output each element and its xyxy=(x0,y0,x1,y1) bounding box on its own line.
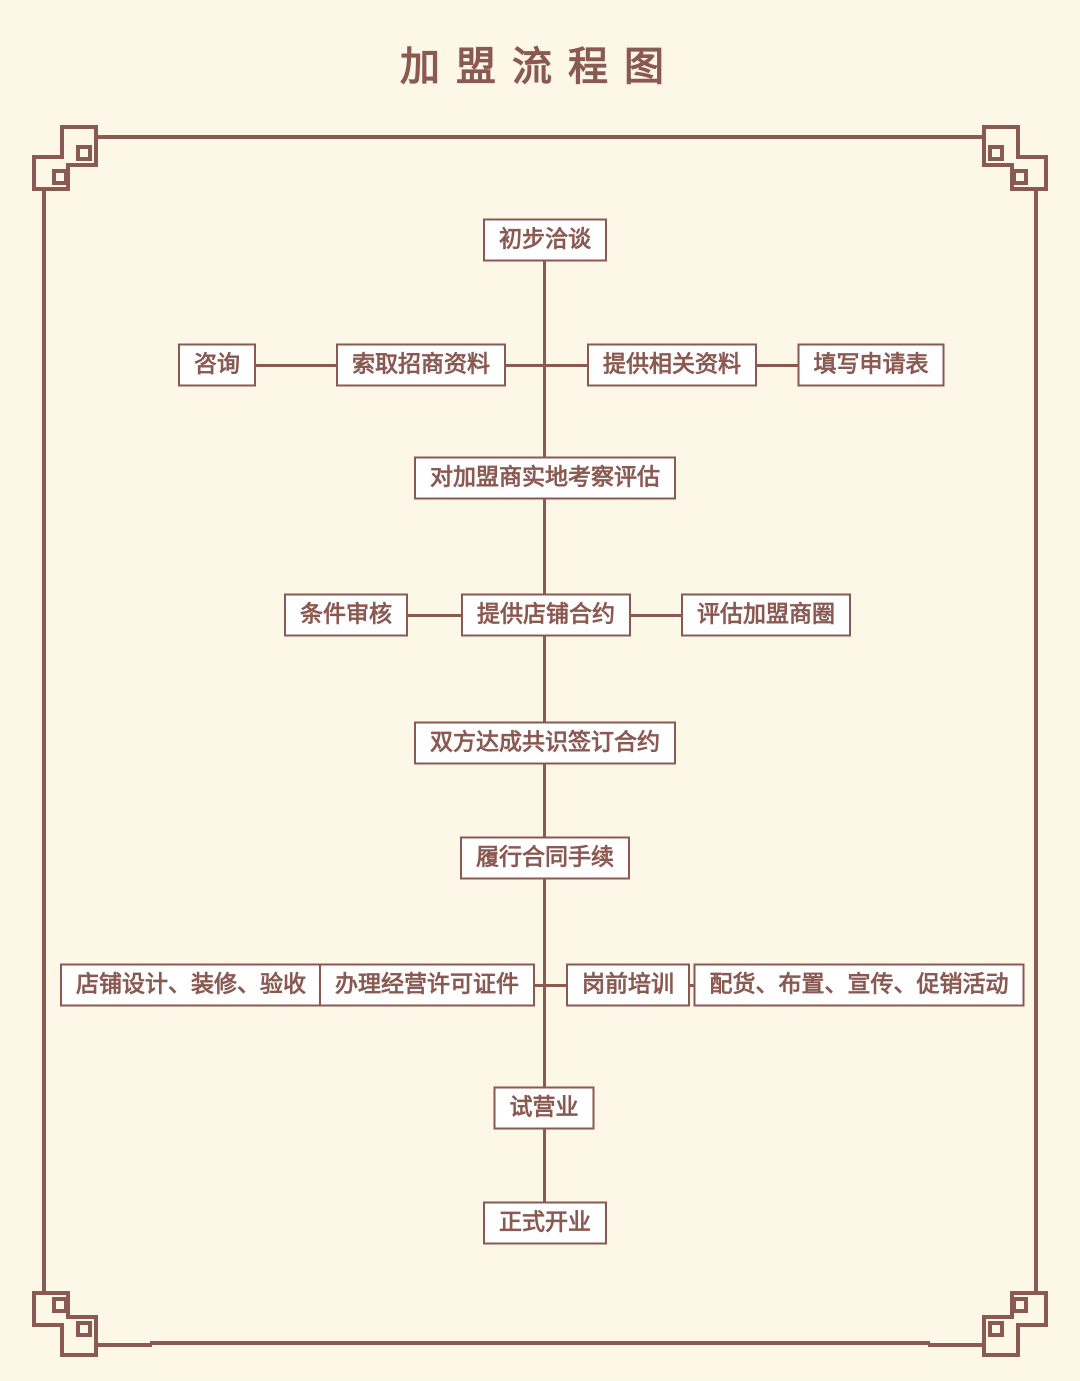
flow-node-evaluate-trade-area: 评估加盟商圈 xyxy=(681,593,851,637)
flow-node-fill-application: 填写申请表 xyxy=(797,343,945,387)
flow-node-business-license: 办理经营许可证件 xyxy=(319,963,535,1007)
flow-node-contract-procedures: 履行合同手续 xyxy=(460,836,630,880)
flow-node-pre-job-training: 岗前培训 xyxy=(566,963,690,1007)
frame-corner-ornament-icon xyxy=(928,1237,1048,1357)
flow-node-initial-negotiation: 初步洽谈 xyxy=(483,218,607,262)
flow-node-sign-contract: 双方达成共识签订合约 xyxy=(414,721,676,765)
flow-node-trial-operation: 试营业 xyxy=(493,1086,595,1130)
frame-border-left xyxy=(42,243,46,1237)
flow-connector-row-inquiry xyxy=(217,364,871,367)
frame-corner-ornament-icon xyxy=(928,125,1048,245)
flow-node-consultation: 咨询 xyxy=(178,343,256,387)
flow-node-condition-review: 条件审核 xyxy=(284,593,408,637)
flow-node-stocking-promotion: 配货、布置、宣传、促销活动 xyxy=(693,963,1025,1007)
frame-border-right xyxy=(1034,243,1038,1237)
frame-corner-ornament-icon xyxy=(32,1237,152,1357)
flow-node-request-materials: 索取招商资料 xyxy=(336,343,506,387)
flow-node-store-contract: 提供店铺合约 xyxy=(461,593,631,637)
flow-node-store-design: 店铺设计、装修、验收 xyxy=(60,963,322,1007)
frame-corner-ornament-icon xyxy=(32,125,152,245)
flow-node-site-evaluation: 对加盟商实地考察评估 xyxy=(414,456,676,500)
frame-border-top xyxy=(150,135,930,139)
flow-node-grand-opening: 正式开业 xyxy=(483,1201,607,1245)
frame-border-bottom xyxy=(150,1341,930,1345)
page-title: 加盟流程图 xyxy=(400,43,680,90)
flow-node-provide-info: 提供相关资料 xyxy=(587,343,757,387)
